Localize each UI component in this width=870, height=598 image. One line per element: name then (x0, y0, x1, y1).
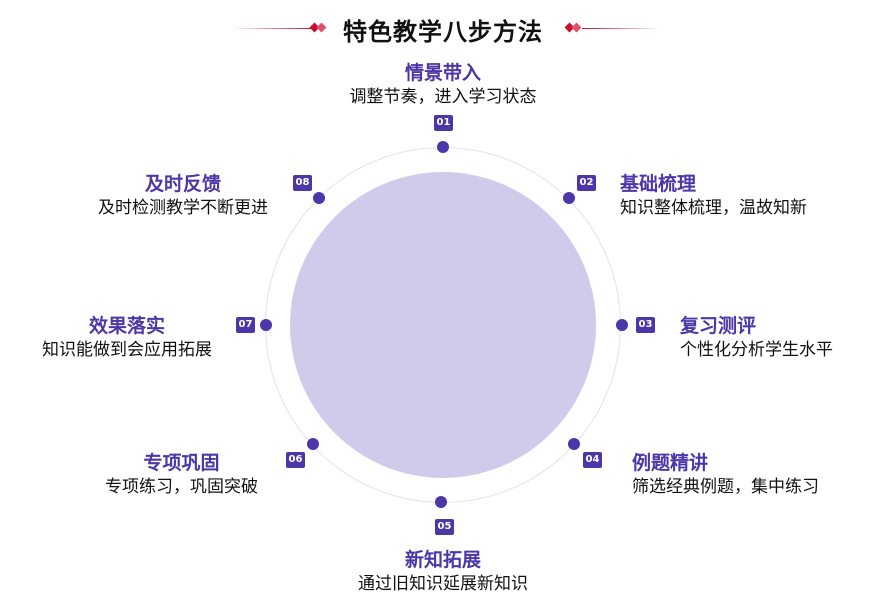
step-title: 新知拓展 (404, 549, 481, 571)
step-8: 及时反馈及时检测教学不断更进 (98, 172, 268, 220)
step-desc: 专项练习，巩固突破 (105, 477, 258, 497)
step-title: 情景带入 (404, 62, 481, 84)
step-dot-5 (435, 496, 447, 508)
step-desc: 通过旧知识延展新知识 (358, 574, 528, 594)
step-dot-3 (616, 319, 628, 331)
step-dot-2 (563, 192, 575, 204)
step-number-badge: 06 (286, 452, 305, 468)
step-title: 复习测评 (680, 315, 757, 337)
step-dot-7 (260, 319, 272, 331)
step-1: 情景带入调整节奏，进入学习状态 (350, 61, 537, 109)
step-title: 例题精讲 (632, 452, 709, 474)
step-7: 效果落实知识能做到会应用拓展 (42, 314, 212, 362)
step-4: 例题精讲筛选经典例题，集中练习 (632, 451, 819, 499)
step-3: 复习测评个性化分析学生水平 (680, 314, 833, 362)
step-title: 效果落实 (88, 315, 165, 337)
step-desc: 调整节奏，进入学习状态 (349, 87, 537, 107)
step-number-badge: 05 (435, 519, 454, 535)
step-dot-8 (313, 192, 325, 204)
step-number-badge: 01 (434, 115, 453, 131)
step-desc: 知识整体梳理，温故知新 (620, 198, 807, 218)
step-desc: 知识能做到会应用拓展 (42, 340, 212, 360)
step-title: 基础梳理 (620, 173, 697, 195)
step-dot-1 (437, 141, 449, 153)
header-line-left (232, 28, 312, 29)
step-number-badge: 02 (577, 175, 596, 191)
step-dot-4 (568, 438, 580, 450)
step-number-badge: 04 (583, 452, 602, 468)
step-number-badge: 08 (293, 175, 312, 191)
step-6: 专项巩固专项练习，巩固突破 (105, 451, 258, 499)
step-number-badge: 07 (236, 317, 255, 333)
step-desc: 个性化分析学生水平 (680, 340, 833, 360)
step-2: 基础梳理知识整体梳理，温故知新 (620, 172, 807, 220)
step-desc: 筛选经典例题，集中练习 (632, 477, 819, 497)
step-desc: 及时检测教学不断更进 (98, 198, 268, 218)
step-dot-6 (307, 438, 319, 450)
header-line-right (582, 28, 662, 29)
center-circle (290, 172, 596, 478)
page-title: 特色教学八步方法 (343, 18, 543, 46)
step-5: 新知拓展通过旧知识延展新知识 (358, 548, 528, 596)
step-title: 专项巩固 (143, 452, 220, 474)
step-title: 及时反馈 (144, 173, 221, 195)
step-number-badge: 03 (636, 317, 655, 333)
